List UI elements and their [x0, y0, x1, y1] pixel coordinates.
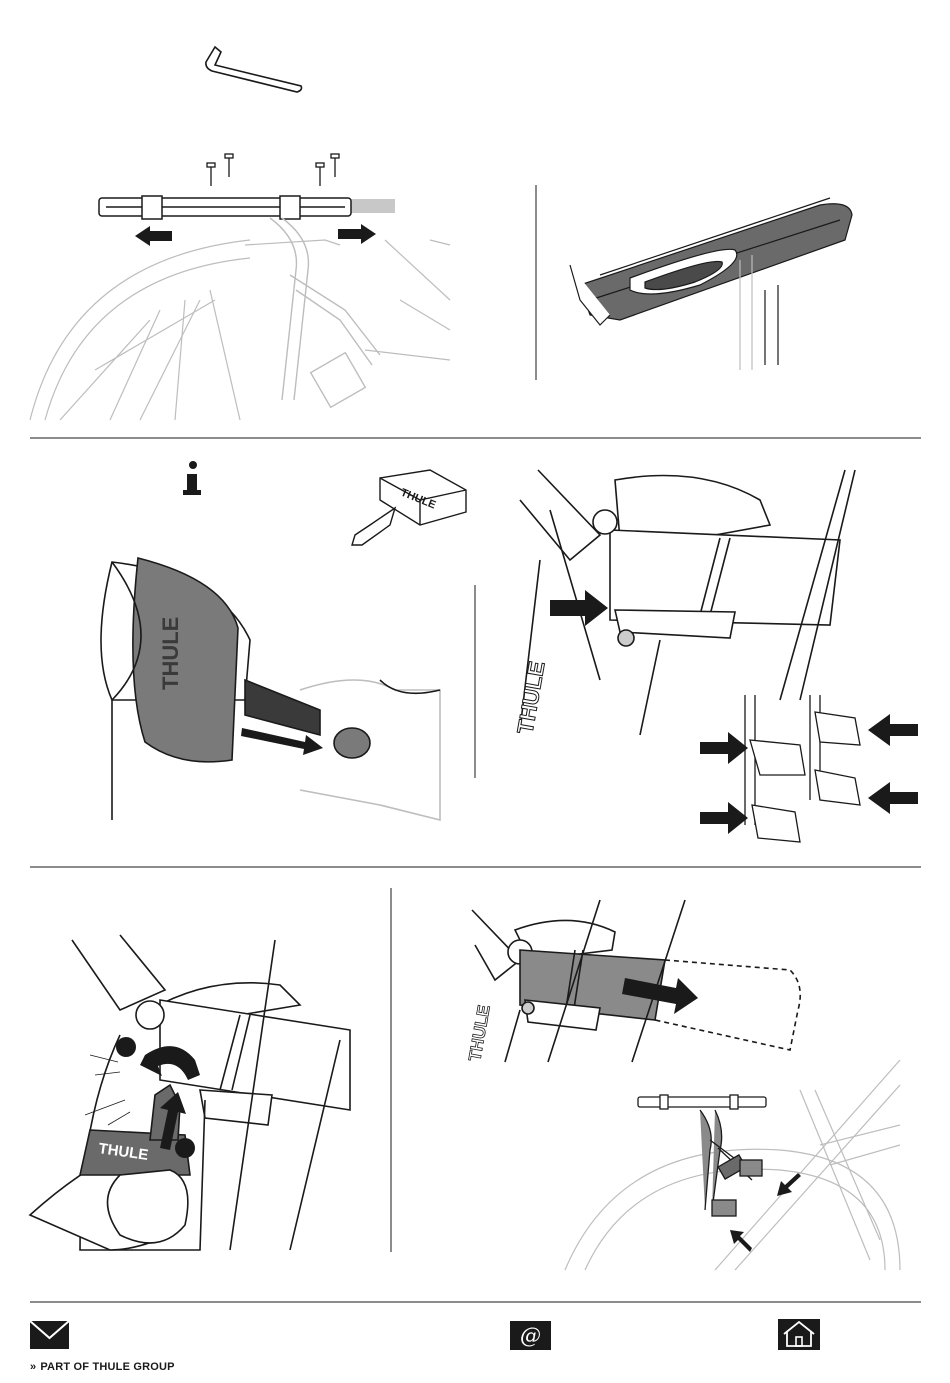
mail-icon[interactable]	[30, 1321, 69, 1349]
mounted-carrier-illustration	[570, 198, 852, 370]
thule-group-label: » PART OF THULE GROUP	[30, 1361, 175, 1373]
key-unlock-illustration	[30, 935, 350, 1250]
at-sign-glyph: @	[520, 1324, 541, 1348]
arrow-icon	[550, 590, 608, 626]
frame-wordmark: THULE	[512, 659, 549, 736]
hex-key-icon	[206, 47, 302, 92]
bike-wheel-illustration	[30, 240, 450, 420]
info-icon	[183, 461, 201, 495]
chevron-icon: »	[30, 1361, 36, 1373]
clamp-set-illustration	[745, 695, 860, 842]
home-icon[interactable]	[778, 1319, 820, 1350]
lock-insertion-illustration	[101, 558, 440, 820]
thule-key-icon	[352, 470, 466, 545]
mounted-carrier-small	[638, 1095, 766, 1216]
arrow-icon	[135, 224, 376, 246]
thule-group-text: PART OF THULE GROUP	[40, 1361, 174, 1373]
carrier-bar	[99, 196, 395, 219]
sleeve-wordmark: THULE	[465, 1004, 494, 1063]
carrier-stays	[270, 218, 380, 407]
arrow-icon	[700, 714, 918, 834]
lock-wordmark: THULE	[158, 617, 183, 690]
screw-icon	[207, 154, 339, 186]
